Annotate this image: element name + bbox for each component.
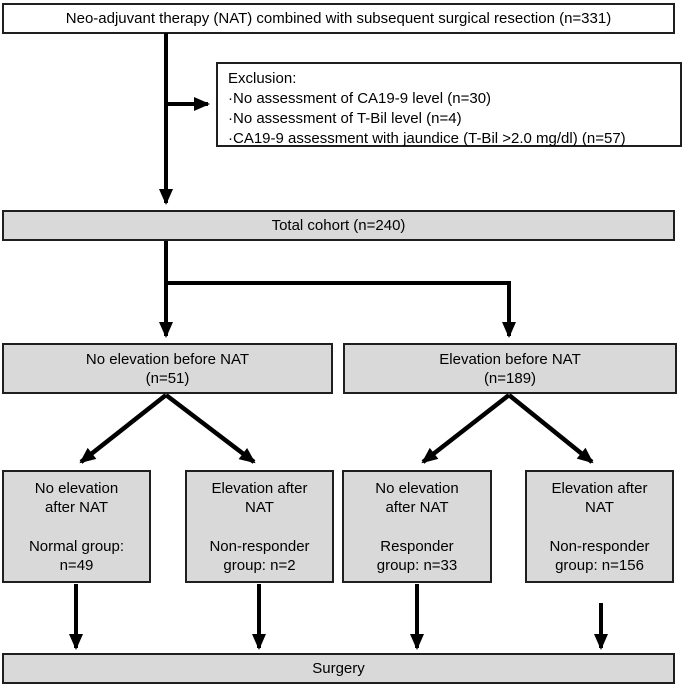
surgery-label: Surgery bbox=[312, 660, 365, 677]
top-box: Neo-adjuvant therapy (NAT) combined with… bbox=[2, 3, 675, 34]
connector-left-to-normal-group bbox=[79, 393, 168, 464]
connector-right-to-nonresponder156 bbox=[507, 393, 594, 464]
top-box-label: Neo-adjuvant therapy (NAT) combined with… bbox=[65, 10, 612, 27]
no-elevation-before-nat-box: No elevation before NAT (n=51) bbox=[2, 343, 333, 394]
exclusion-title: Exclusion: bbox=[228, 70, 297, 87]
exclusion-item: ·No assessment of T-Bil level (n=4) bbox=[228, 110, 462, 127]
box-label-line: NAT bbox=[245, 499, 274, 516]
connector-left-to-nonresponder2 bbox=[164, 393, 256, 464]
non-responder-group-2-box: Elevation after NAT Non-responder group:… bbox=[185, 470, 334, 583]
responder-group-box: No elevation after NAT Responder group: … bbox=[342, 470, 492, 583]
box-label-line: NAT bbox=[585, 499, 614, 516]
box-label-line: No elevation bbox=[34, 480, 119, 497]
connector-right-to-responder bbox=[421, 393, 511, 464]
group-label-line: Non-responder bbox=[209, 538, 310, 555]
group-label-line: Normal group: bbox=[28, 538, 125, 555]
group-label-line: group: n=156 bbox=[555, 557, 644, 574]
group-label-line: Responder bbox=[380, 538, 454, 555]
box-label-line: after NAT bbox=[385, 499, 449, 516]
group-label-line: n=49 bbox=[59, 557, 94, 574]
non-responder-group-156-box: Elevation after NAT Non-responder group:… bbox=[525, 470, 674, 583]
connector-total-split bbox=[164, 241, 509, 285]
box-label-line: Elevation after bbox=[211, 480, 308, 497]
normal-group-box: No elevation after NAT Normal group: n=4… bbox=[2, 470, 151, 583]
box-label-line: Elevation after bbox=[551, 480, 648, 497]
group-label-line: Non-responder bbox=[549, 538, 650, 555]
box-label-line: (n=189) bbox=[483, 369, 537, 387]
box-label-line: after NAT bbox=[44, 499, 109, 516]
exclusion-item: ·CA19-9 assessment with jaundice (T-Bil … bbox=[228, 130, 626, 147]
surgery-box: Surgery bbox=[2, 653, 675, 684]
box-label-line: (n=51) bbox=[145, 369, 190, 387]
group-label-line: group: n=2 bbox=[223, 557, 296, 574]
box-label-line: Elevation before NAT bbox=[439, 350, 581, 368]
box-label-line: No elevation before NAT bbox=[85, 350, 250, 368]
exclusion-box: Exclusion: ·No assessment of CA19-9 leve… bbox=[216, 62, 682, 147]
box-label-line: No elevation bbox=[375, 480, 459, 497]
total-cohort-label: Total cohort (n=240) bbox=[271, 217, 406, 234]
exclusion-item: ·No assessment of CA19-9 level (n=30) bbox=[228, 90, 492, 107]
total-cohort-box: Total cohort (n=240) bbox=[2, 210, 675, 241]
group-label-line: group: n=33 bbox=[376, 557, 458, 574]
elevation-before-nat-box: Elevation before NAT (n=189) bbox=[343, 343, 677, 394]
